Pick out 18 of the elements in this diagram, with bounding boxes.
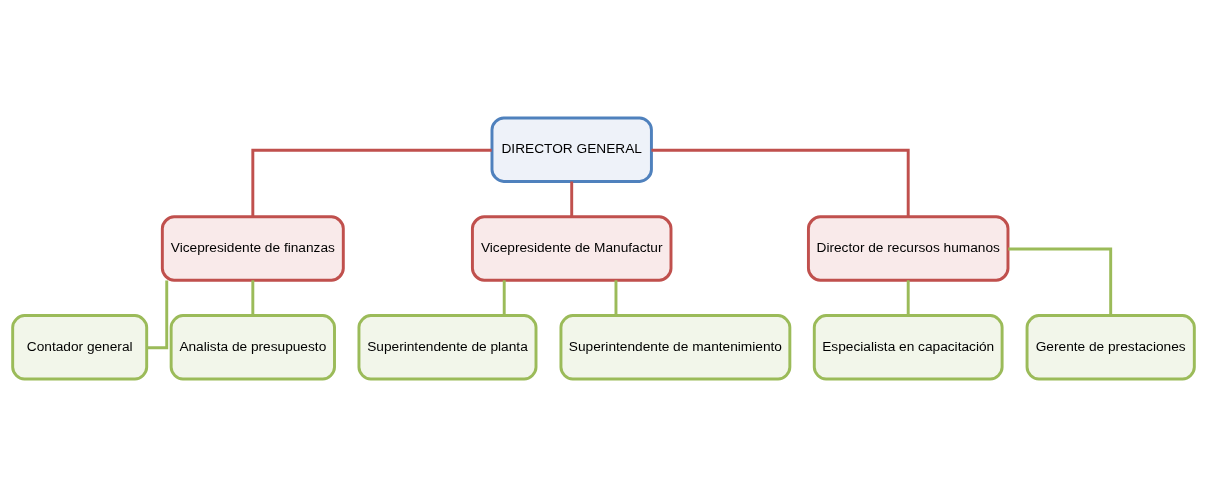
connector (502, 280, 506, 316)
node-box: Gerente de prestaciones (1025, 314, 1196, 381)
connector (251, 280, 255, 316)
node-box: DIRECTOR GENERAL (490, 116, 653, 183)
connector (251, 148, 492, 217)
node-box: Contador general (11, 314, 149, 381)
connector (570, 181, 574, 217)
connector (906, 280, 910, 316)
node-box: Director de recursos humanos (806, 215, 1010, 282)
connector (651, 148, 910, 217)
node-box: Especialista en capacitación (812, 314, 1004, 381)
node-box: Vicepresidente de finanzas (160, 215, 345, 282)
node-box: Superintendente de planta (357, 314, 538, 381)
node-box: Superintendente de mantenimiento (559, 314, 792, 381)
connector (614, 280, 618, 316)
node-box: Vicepresidente de Manufactur (470, 215, 673, 282)
connector (1008, 247, 1113, 316)
node-box: Analista de presupuesto (169, 314, 336, 381)
